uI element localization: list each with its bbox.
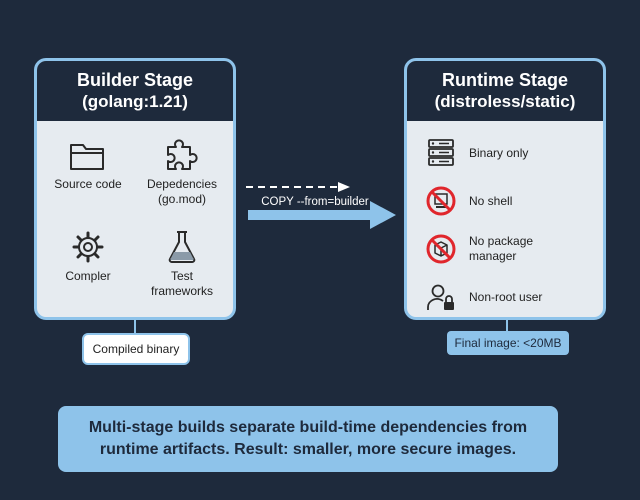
runtime-stage-title: Runtime Stage bbox=[441, 70, 569, 90]
builder-stage-panel: Builder Stage (golang:1.21) Source code … bbox=[34, 58, 236, 320]
summary-banner: Multi-stage builds separate build-time d… bbox=[58, 406, 558, 472]
runtime-item-binary-only: Binary only bbox=[425, 129, 591, 177]
builder-output-connector bbox=[134, 320, 136, 334]
gear-icon bbox=[72, 231, 104, 263]
builder-item-label: Test frameworks bbox=[150, 269, 213, 298]
builder-item-label: Source code bbox=[54, 177, 122, 191]
builder-stage-title: Builder Stage bbox=[76, 70, 194, 90]
copy-from-builder-label: COPY --from=builder bbox=[261, 196, 369, 208]
builder-stage-header: Builder Stage (golang:1.21) bbox=[37, 61, 233, 121]
puzzle-icon bbox=[167, 139, 198, 170]
no-shell-icon bbox=[426, 186, 456, 216]
runtime-item-non-root-user: Non-root user bbox=[425, 273, 591, 317]
builder-item-compiler: Compler bbox=[41, 219, 135, 311]
builder-item-label: Compler bbox=[65, 269, 111, 283]
server-icon bbox=[428, 139, 454, 166]
compiled-binary-tag: Compiled binary bbox=[82, 333, 190, 365]
no-package-icon bbox=[426, 234, 456, 264]
runtime-item-no-package-manager: No package manager bbox=[425, 225, 591, 273]
runtime-item-label: No package manager bbox=[469, 234, 534, 263]
builder-item-dependencies: Depedencies (go.mod) bbox=[135, 127, 229, 219]
runtime-item-label: Non-root user bbox=[469, 289, 543, 304]
final-image-tag: Final image: <20MB bbox=[447, 331, 569, 355]
flask-icon bbox=[168, 231, 196, 263]
builder-item-label: Depedencies (go.mod) bbox=[146, 177, 218, 206]
user-lock-icon bbox=[427, 284, 454, 310]
dashed-arrow bbox=[246, 182, 350, 192]
folder-icon bbox=[70, 144, 104, 170]
runtime-stage-header: Runtime Stage (distroless/static) bbox=[407, 61, 603, 121]
runtime-item-no-shell: No shell bbox=[425, 177, 591, 225]
builder-item-source-code: Source code bbox=[41, 127, 135, 219]
runtime-item-label: Binary only bbox=[469, 145, 529, 160]
solid-arrow bbox=[248, 201, 396, 229]
runtime-item-label: No shell bbox=[469, 193, 513, 208]
builder-item-test-frameworks: Test frameworks bbox=[135, 219, 229, 311]
runtime-stage-panel: Runtime Stage (distroless/static) Binary… bbox=[404, 58, 606, 320]
runtime-stage-subtitle: (distroless/static) bbox=[434, 92, 576, 111]
builder-stage-subtitle: (golang:1.21) bbox=[82, 92, 188, 111]
runtime-output-connector bbox=[506, 320, 508, 332]
